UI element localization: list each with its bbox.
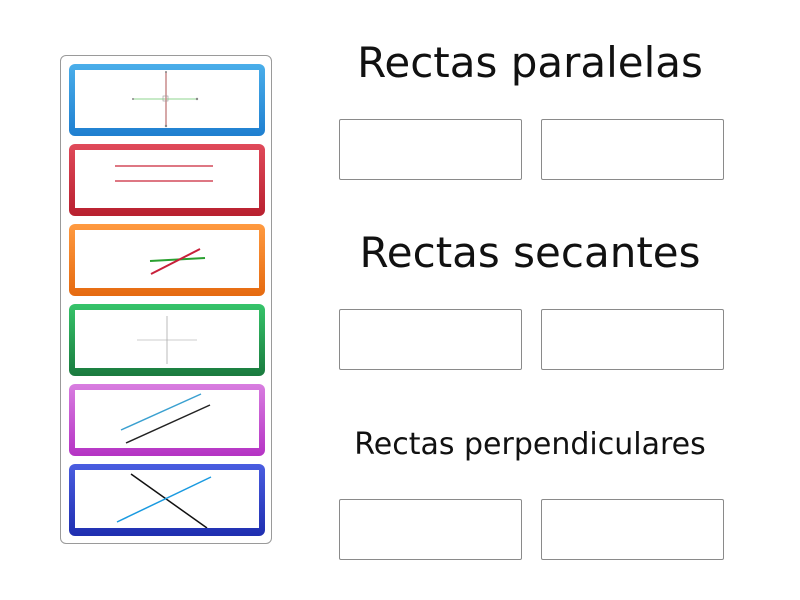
- card-parallel-1[interactable]: [69, 144, 265, 216]
- drop-slot-perpendiculares-2[interactable]: [541, 499, 724, 560]
- card-image: [75, 70, 259, 128]
- parallel-lines-icon: [115, 165, 213, 182]
- group-title-paralelas: Rectas paralelas: [357, 38, 703, 87]
- secant-lines-icon: [116, 473, 212, 528]
- drop-slot-secantes-1[interactable]: [339, 309, 522, 370]
- card-image: [75, 150, 259, 208]
- drop-slot-perpendiculares-1[interactable]: [339, 499, 522, 560]
- card-image: [75, 390, 259, 448]
- card-perpendicular-2[interactable]: [69, 304, 265, 376]
- card-secant-1[interactable]: [69, 224, 265, 296]
- secant-lines-icon: [149, 248, 206, 275]
- card-perpendicular-1[interactable]: [69, 64, 265, 136]
- card-tray: [60, 55, 272, 544]
- drop-slot-paralelas-1[interactable]: [339, 119, 522, 180]
- card-secant-2[interactable]: [69, 464, 265, 536]
- parallel-lines-icon: [120, 393, 211, 444]
- drop-slot-paralelas-2[interactable]: [541, 119, 724, 180]
- card-image: [75, 230, 259, 288]
- perpendicular-lines-icon: [132, 71, 199, 128]
- drop-slot-secantes-2[interactable]: [541, 309, 724, 370]
- card-image: [75, 310, 259, 368]
- card-image: [75, 470, 259, 528]
- group-title-secantes: Rectas secantes: [359, 228, 701, 277]
- card-parallel-2[interactable]: [69, 384, 265, 456]
- group-title-perpendiculares: Rectas perpendiculares: [354, 427, 706, 462]
- perpendicular-lines-icon: [137, 316, 197, 364]
